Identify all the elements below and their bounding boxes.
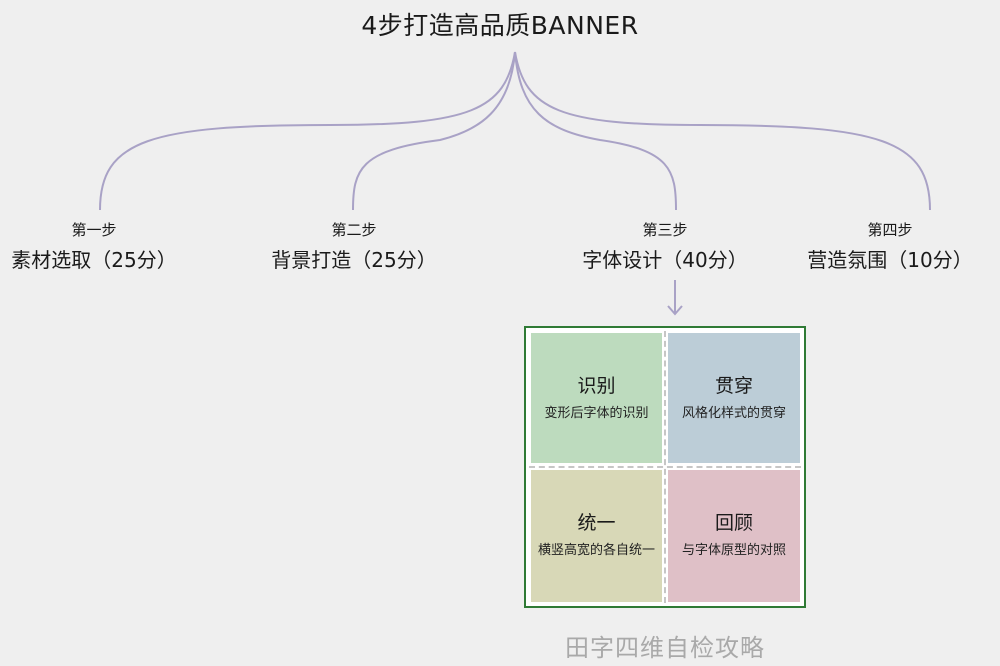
cell-title: 回顾: [714, 512, 753, 534]
step-1: 第一步 素材选取（25分）: [0, 220, 204, 274]
step-2: 第二步 背景打造（25分）: [244, 220, 464, 274]
step-3-label: 第三步: [642, 221, 688, 239]
grid-cell-recognition: 识别 变形后字体的识别: [531, 333, 662, 463]
arrow-head-icon: [667, 305, 683, 316]
connector-lines: [99, 51, 931, 316]
cell-description: 横竖高宽的各自统一: [537, 543, 655, 558]
connector-step-3: [514, 51, 677, 211]
connector-step-2: [352, 51, 516, 211]
step-3: 第三步 字体设计（40分）: [555, 220, 775, 274]
connector-step-1: [99, 51, 516, 211]
step-4-label: 第四步: [867, 221, 913, 239]
diagram-title: 4步打造高品质BANNER: [361, 11, 639, 40]
cell-title: 识别: [577, 375, 616, 397]
step-3-name: 字体设计（40分）: [582, 248, 748, 272]
step-4-name: 营造氛围（10分）: [807, 248, 973, 272]
cell-description: 风格化样式的贯穿: [681, 406, 786, 421]
cell-title: 统一: [577, 512, 616, 534]
grid-cell-review: 回顾 与字体原型的对照: [668, 470, 800, 602]
step-1-label: 第一步: [71, 221, 117, 239]
cell-description: 变形后字体的识别: [544, 406, 649, 421]
grid-divider-horizontal: [529, 466, 801, 468]
step-4: 第四步 营造氛围（10分）: [780, 220, 1000, 274]
cell-title: 贯穿: [714, 375, 753, 397]
grid-caption: 田字四维自检攻略: [565, 634, 765, 662]
grid-cell-consistency: 贯穿 风格化样式的贯穿: [668, 333, 800, 463]
grid-cell-unity: 统一 横竖高宽的各自统一: [531, 470, 662, 602]
connector-step-4: [514, 51, 931, 211]
cell-description: 与字体原型的对照: [681, 543, 786, 558]
step-2-name: 背景打造（25分）: [271, 248, 437, 272]
self-check-grid: 识别 变形后字体的识别 贯穿 风格化样式的贯穿 统一 横竖高宽的各自统一 回顾 …: [524, 326, 806, 608]
step-2-label: 第二步: [331, 221, 377, 239]
step-1-name: 素材选取（25分）: [11, 248, 177, 272]
